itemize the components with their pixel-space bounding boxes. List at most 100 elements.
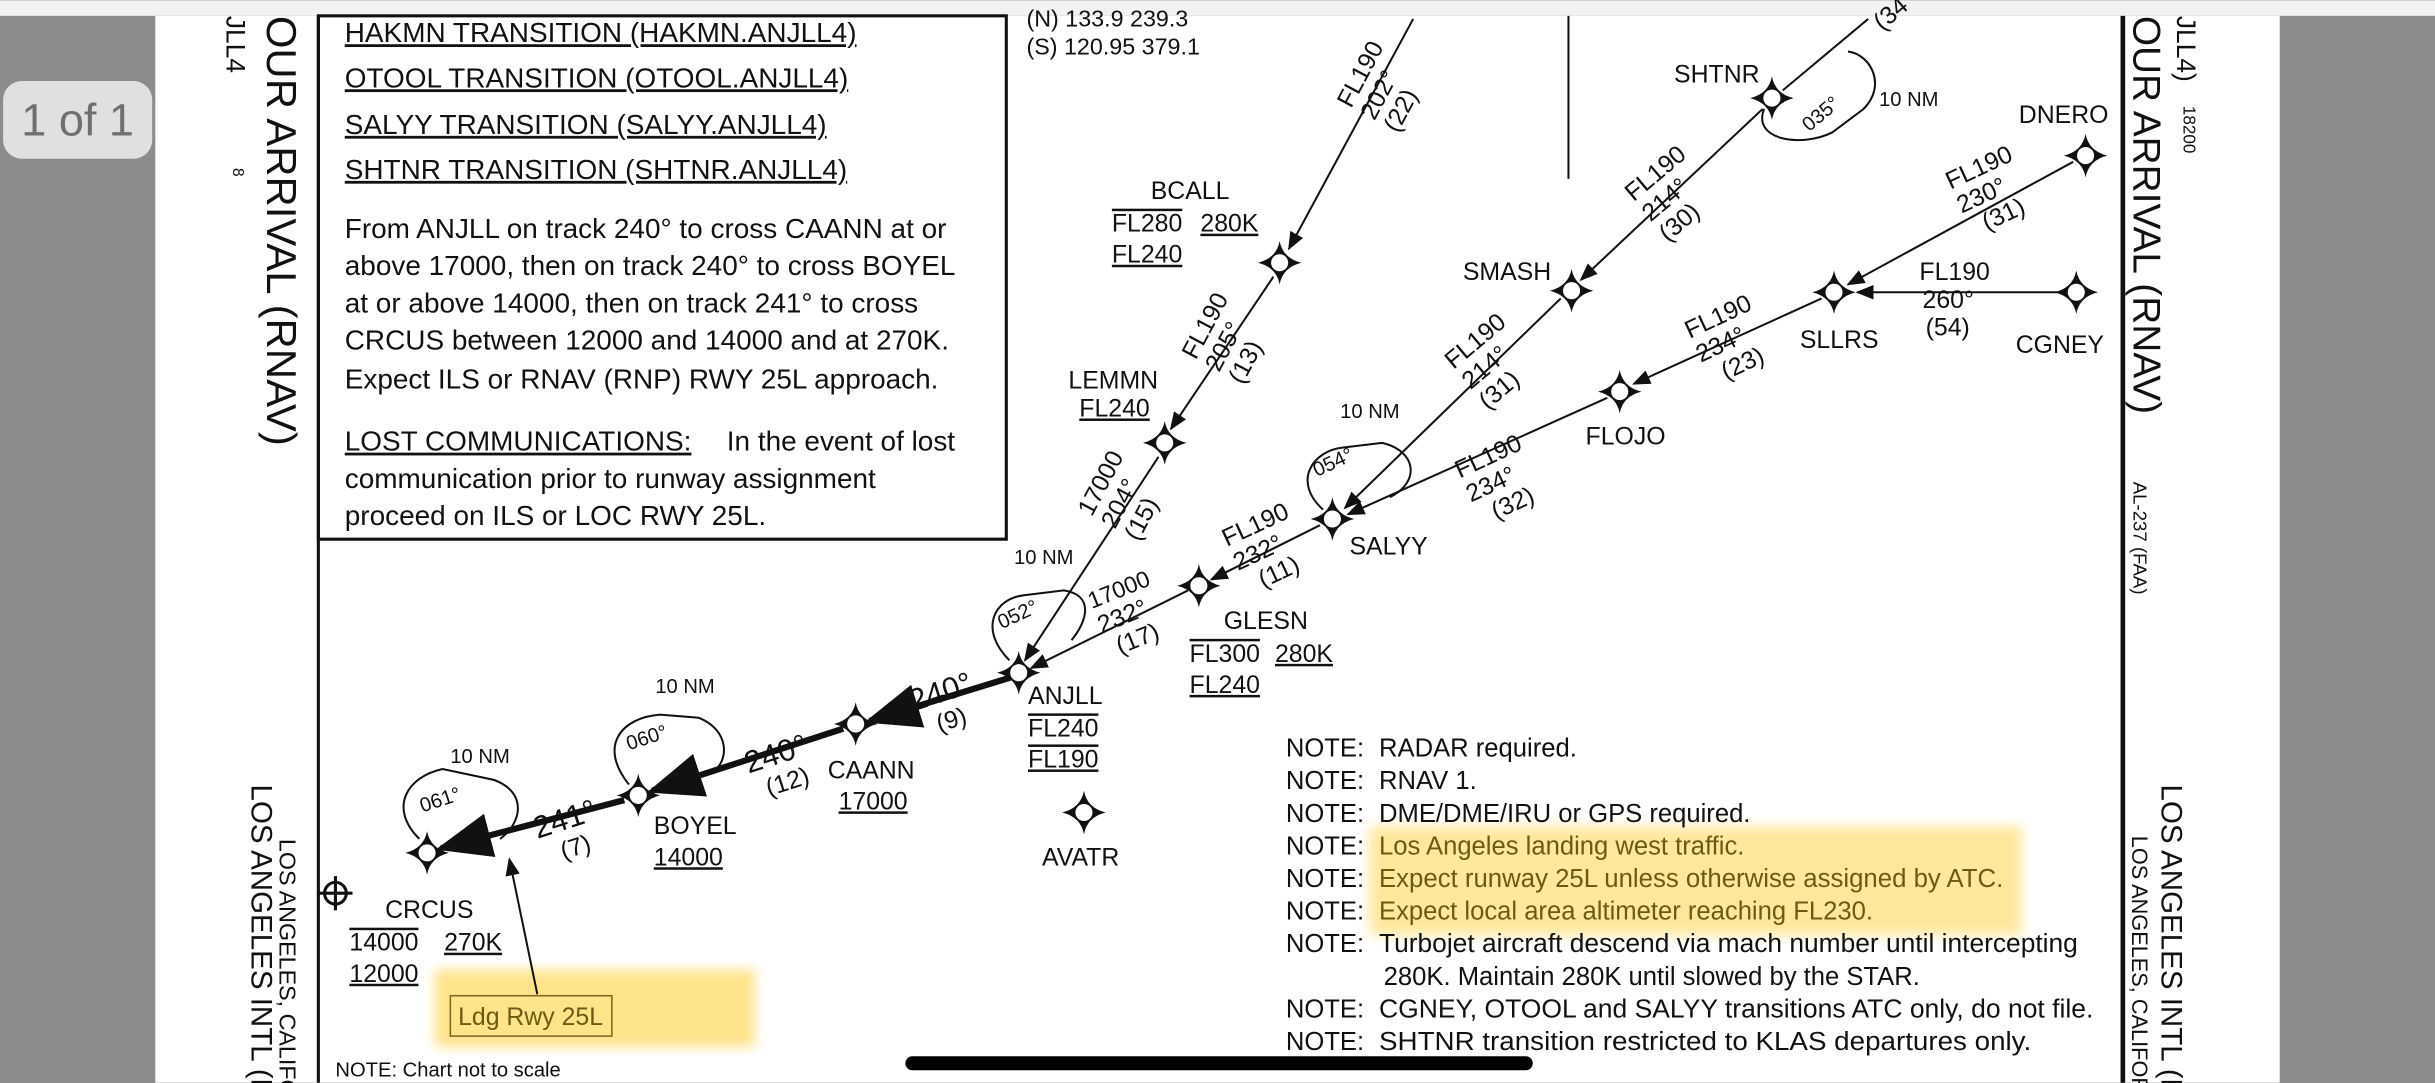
leg-course: 260° bbox=[1923, 287, 1974, 314]
waypoint-smash: SMASH bbox=[1463, 259, 1551, 286]
frequency-south: (S) 120.95 379.1 bbox=[1026, 34, 1199, 60]
frequency-north: (N) 133.9 239.3 bbox=[1026, 6, 1188, 32]
altitude-constraint: FL240 bbox=[1028, 715, 1098, 742]
note-text: 280K. Maintain 280K until slowed by the … bbox=[1384, 963, 1920, 991]
description-line: at or above 14000, then on track 241° to… bbox=[345, 287, 918, 318]
waypoint-dnero: DNERO bbox=[2019, 102, 2109, 129]
altitude-constraint: 14000 bbox=[654, 844, 723, 871]
speed-constraint: 280K bbox=[1275, 641, 1333, 668]
note-text-highlighted: Expect runway 25L unless otherwise assig… bbox=[1379, 865, 2003, 893]
airport-icon bbox=[318, 876, 353, 911]
note-text-highlighted: Expect local area altimeter reaching FL2… bbox=[1379, 898, 1873, 926]
chart-number: AL-237 (FAA) bbox=[2130, 482, 2151, 595]
waypoint-crcus: CRCUS bbox=[385, 897, 473, 924]
hold-boyel bbox=[613, 713, 725, 786]
footer-note: NOTE: Chart not to scale bbox=[335, 1059, 560, 1081]
waypoint-salyy: SALYY bbox=[1349, 534, 1428, 561]
note-text: Turbojet aircraft descend via mach numbe… bbox=[1379, 930, 2078, 958]
lost-comm-line: communication prior to runway assignment bbox=[345, 463, 876, 494]
chart-id-fragment-right: JLL4) bbox=[2171, 16, 2201, 82]
notes-list: NOTE: RADAR required. NOTE: RNAV 1. NOTE: D… bbox=[1286, 735, 2094, 1057]
altitude-constraint: FL240 bbox=[1112, 242, 1182, 269]
airport-city-right: LOS ANGELES, CALIFORN bbox=[2127, 836, 2152, 1083]
lost-comm-line: In the event of lost bbox=[727, 426, 956, 457]
airport-name: LOS ANGELES INTL (LA bbox=[245, 785, 278, 1083]
description-line: Expect ILS or RNAV (RNP) RWY 25L approac… bbox=[345, 364, 939, 395]
waypoint-cgney: CGNEY bbox=[2016, 332, 2105, 359]
hold-crcus bbox=[402, 767, 519, 840]
hold-shtnr bbox=[1761, 50, 1876, 142]
procedure-description: From ANJLL on track 240° to cross CAANN … bbox=[345, 213, 956, 395]
note-label: NOTE: bbox=[1286, 865, 1364, 893]
note-label: NOTE: bbox=[1286, 995, 1364, 1023]
waypoint-bcall: BCALL bbox=[1151, 178, 1230, 205]
lost-communications: LOST COMMUNICATIONS: In the event of los… bbox=[345, 426, 956, 532]
hold-distance-label: 10 NM bbox=[450, 746, 509, 768]
right-margin: JLL4) 18200 OUR ARRIVAL (RNAV) AL-237 (F… bbox=[2125, 16, 2201, 1083]
altitude-constraint: FL280 bbox=[1112, 211, 1182, 238]
lost-comm-heading: LOST COMMUNICATIONS: bbox=[345, 426, 692, 457]
waypoint-sllrs: SLLRS bbox=[1800, 327, 1879, 354]
altitude-constraint: FL190 bbox=[1028, 746, 1098, 773]
note-label: NOTE: bbox=[1286, 1028, 1364, 1056]
airport-name-right: LOS ANGELES INTL (LA bbox=[2155, 785, 2188, 1083]
airport-city: LOS ANGELES, CALIFORN bbox=[275, 839, 301, 1083]
description-line: above 17000, then on track 240° to cross… bbox=[345, 250, 956, 281]
leg-distance: (54) bbox=[1926, 315, 1970, 342]
chart-title-fragment: OUR ARRIVAL (RNAV) bbox=[258, 16, 305, 446]
notes-highlight bbox=[1369, 826, 2022, 936]
top-bar bbox=[0, 0, 2435, 16]
waypoint-shtnr: SHTNR bbox=[1674, 62, 1760, 89]
lost-comm-line: proceed on ILS or LOC RWY 25L. bbox=[345, 500, 766, 531]
leg-altitude: FL190 bbox=[1919, 259, 1989, 286]
waypoint-glesn: GLESN bbox=[1224, 608, 1308, 635]
annotation-box bbox=[449, 994, 613, 1037]
waypoint-caann: CAANN bbox=[828, 757, 915, 784]
chart-id-fragment: JLL4 bbox=[221, 16, 251, 73]
altitude-constraint: FL240 bbox=[1079, 395, 1149, 422]
hold-distance-label: 10 NM bbox=[1340, 401, 1399, 423]
waypoints: CRCUS 14000 270K 12000 BOYEL 14000 CAANN… bbox=[318, 62, 2108, 988]
note-label: NOTE: bbox=[1286, 767, 1364, 795]
transitions-list: HAKMN TRANSITION (HAKMN.ANJLL4) OTOOL TR… bbox=[345, 17, 857, 185]
note-label: NOTE: bbox=[1286, 898, 1364, 926]
chart-title-fragment-right: OUR ARRIVAL (RNAV) bbox=[2125, 16, 2168, 414]
transition-salyy: SALYY TRANSITION (SALYY.ANJLL4) bbox=[345, 109, 827, 140]
waypoint-flojo: FLOJO bbox=[1586, 423, 1666, 450]
note-label: NOTE: bbox=[1286, 735, 1364, 763]
altitude-constraint: FL300 bbox=[1190, 641, 1260, 668]
transition-otool: OTOOL TRANSITION (OTOOL.ANJLL4) bbox=[345, 62, 849, 93]
altitude-constraint: 17000 bbox=[839, 788, 908, 815]
page-indicator: 1 of 1 bbox=[3, 81, 153, 159]
transition-shtnr: SHTNR TRANSITION (SHTNR.ANJLL4) bbox=[345, 154, 847, 185]
speed-constraint: 270K bbox=[444, 930, 502, 957]
hold-salyy bbox=[1306, 441, 1412, 511]
note-label: NOTE: bbox=[1286, 930, 1364, 958]
field-elevation: 18200 bbox=[2179, 106, 2198, 153]
altitude-constraint: 14000 bbox=[349, 930, 418, 957]
procedure-text-box bbox=[316, 14, 1008, 541]
home-indicator[interactable] bbox=[905, 1056, 1533, 1071]
note-text: CGNEY, OTOOL and SALYY transitions ATC o… bbox=[1379, 995, 2093, 1023]
note-text-highlighted: Los Angeles landing west traffic. bbox=[1379, 832, 1744, 860]
altitude-constraint: FL240 bbox=[1190, 672, 1260, 699]
note-text: RNAV 1. bbox=[1379, 767, 1477, 795]
annotation-text: Ldg Rwy 25L bbox=[458, 1004, 603, 1031]
note-text: DME/DME/IRU or GPS required. bbox=[1379, 800, 1750, 828]
page-number-fragment: 8 bbox=[229, 168, 246, 177]
note-label: NOTE: bbox=[1286, 832, 1364, 860]
note-text: SHTNR transition restricted to KLAS depa… bbox=[1379, 1028, 2031, 1056]
altitude-constraint: 12000 bbox=[349, 961, 418, 988]
waypoint-anjll: ANJLL bbox=[1028, 683, 1103, 710]
speed-constraint: 280K bbox=[1200, 211, 1258, 238]
annotation-highlight bbox=[434, 969, 755, 1047]
note-label: NOTE: bbox=[1286, 800, 1364, 828]
hold-distance-label: 10 NM bbox=[1014, 547, 1073, 569]
note-text: RADAR required. bbox=[1379, 735, 1577, 763]
hold-distance-label: 10 NM bbox=[1879, 89, 1938, 111]
hold-distance-label: 10 NM bbox=[655, 676, 714, 698]
hold-anjll bbox=[991, 589, 1087, 662]
waypoint-boyel: BOYEL bbox=[654, 813, 737, 840]
description-line: CRCUS between 12000 and 14000 and at 270… bbox=[345, 325, 949, 356]
